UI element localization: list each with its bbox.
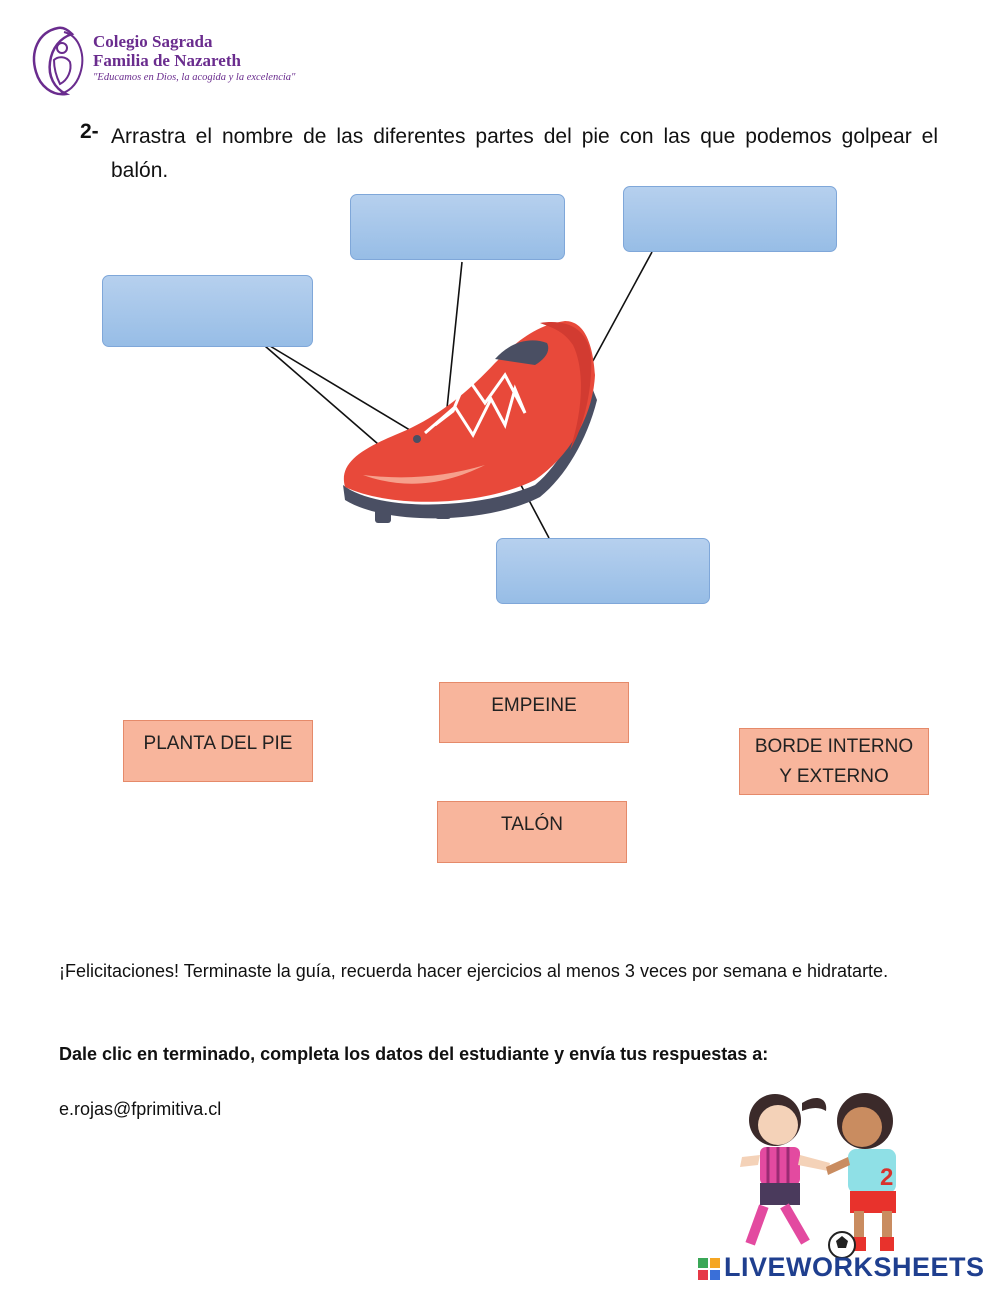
word-tile-label: PLANTA DEL PIE [144,729,293,759]
kids-playing-soccer-illustration: 2 [730,1085,940,1270]
liveworksheets-logo-icon [698,1258,720,1280]
email-address: e.rojas@fprimitiva.cl [59,1095,221,1123]
congrats-text: ¡Felicitaciones! Terminaste la guía, rec… [59,957,939,985]
word-tile-label-line2: Y EXTERNO [779,762,888,792]
school-name-line2: Familia de Nazareth [93,51,241,70]
word-tile-label-line1: BORDE INTERNO [755,732,913,762]
word-tile-label: TALÓN [501,810,563,840]
school-motto: "Educamos en Dios, la acogida y la excel… [93,72,295,83]
word-tile-borde[interactable]: BORDE INTERNO Y EXTERNO [739,728,929,795]
school-logo-icon [28,22,90,100]
svg-text:2: 2 [880,1164,893,1191]
drop-zone-bottom[interactable] [496,538,710,604]
school-name: Colegio Sagrada Familia de Nazareth [93,32,241,70]
drop-zone-top-center[interactable] [350,194,565,260]
word-tile-empeine[interactable]: EMPEINE [439,682,629,743]
soccer-shoe-icon [335,315,605,530]
drop-zone-top-right[interactable] [623,186,837,252]
drop-zone-left[interactable] [102,275,313,347]
school-name-line1: Colegio Sagrada [93,32,241,51]
word-tile-planta-del-pie[interactable]: PLANTA DEL PIE [123,720,313,782]
word-tile-talon[interactable]: TALÓN [437,801,627,863]
liveworksheets-brand: LIVEWORKSHEETS [724,1252,985,1283]
question-number: 2- [80,120,99,144]
submit-instruction: Dale clic en terminado, completa los dat… [59,1040,939,1068]
word-tile-label: EMPEINE [491,691,577,721]
question-text: Arrastra el nombre de las diferentes par… [111,120,938,188]
